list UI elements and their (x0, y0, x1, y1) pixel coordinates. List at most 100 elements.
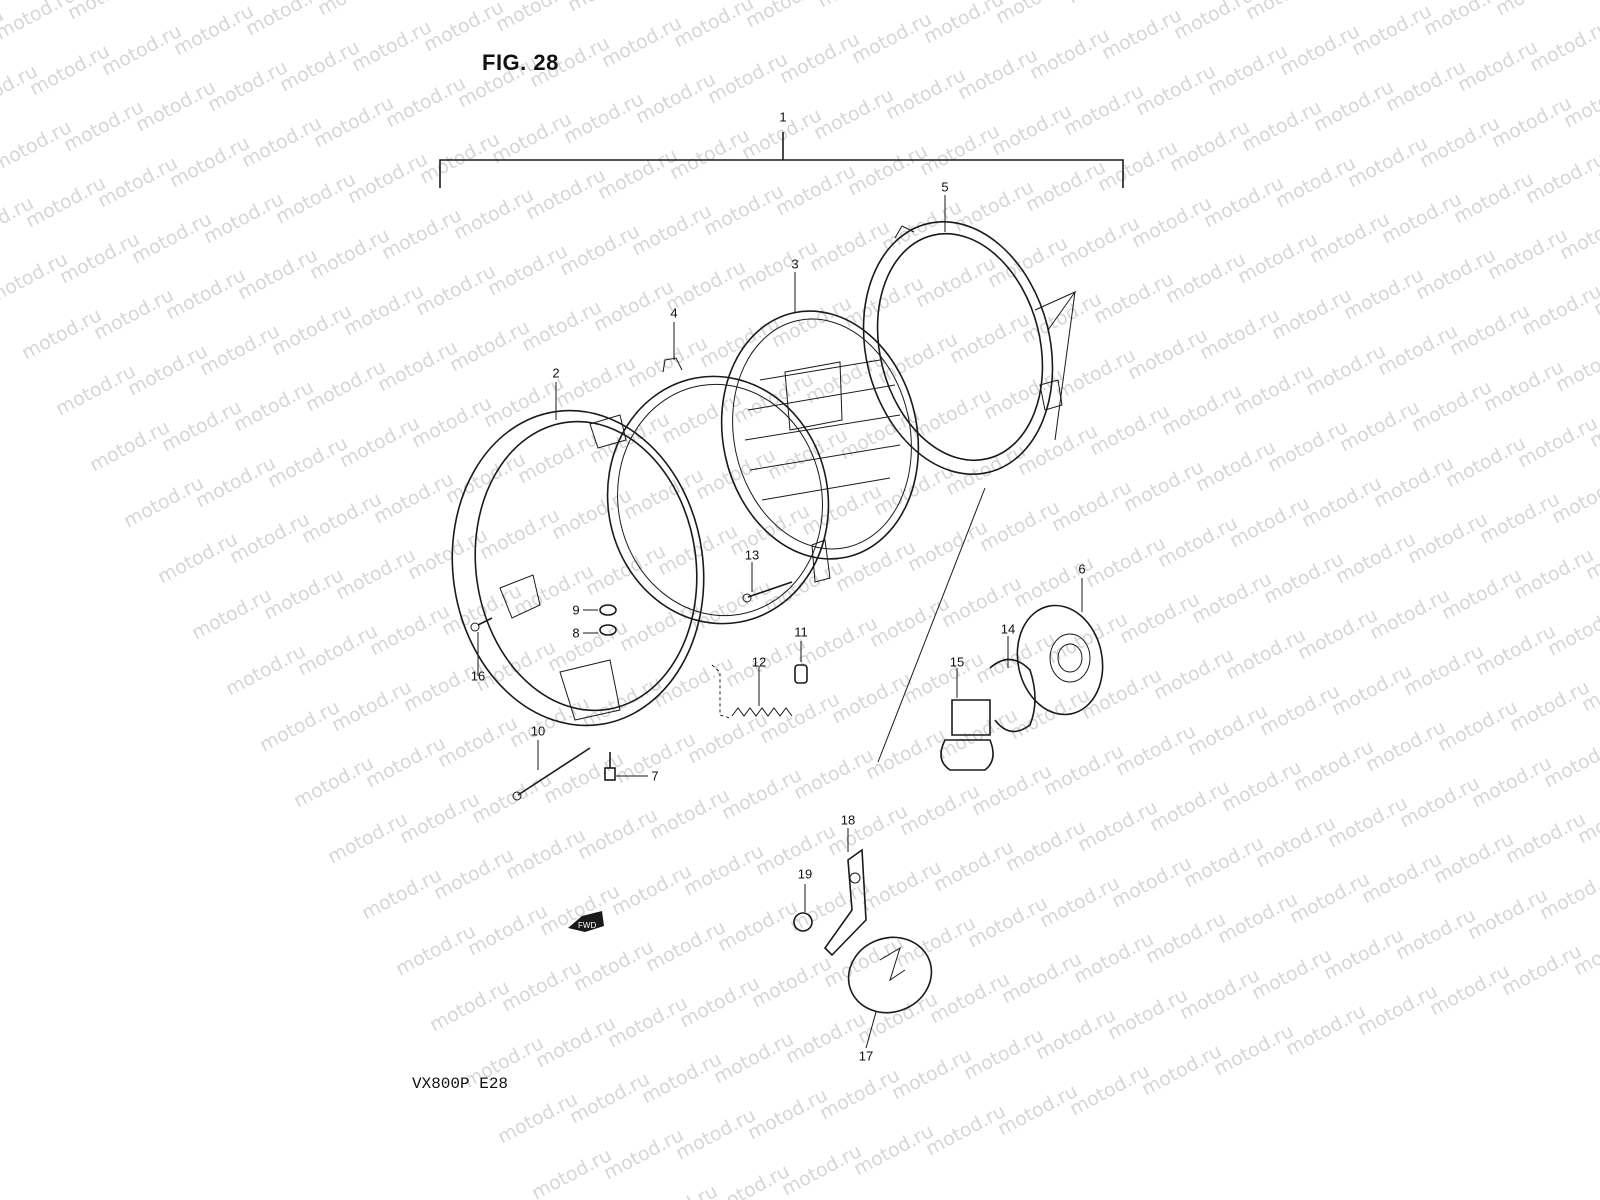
watermark-text: motod.ru (1314, 0, 1401, 4)
watermark-text: motod.ru (634, 1180, 721, 1200)
part-11-clip (794, 664, 808, 684)
watermark-text: motod.ru (1166, 116, 1253, 176)
watermark-text: motod.ru (1086, 400, 1173, 460)
watermark-text: motod.ru (1064, 0, 1151, 8)
watermark-text: motod.ru (1400, 640, 1487, 700)
part-4-mounting-ring (606, 357, 831, 625)
watermark-text: motod.ru (344, 148, 431, 208)
watermark-text: motod.ru (1438, 564, 1525, 624)
callout-10: 10 (530, 723, 546, 739)
watermark-text: motod.ru (1374, 320, 1461, 380)
watermark-text: motod.ru (1340, 264, 1427, 324)
watermark-text: motod.ru (276, 36, 363, 96)
watermark-text: motod.ru (522, 164, 609, 224)
watermark-text: motod.ru (268, 300, 355, 360)
watermark-text: motod.ru (536, 880, 623, 940)
watermark-text: motod.ru (850, 1120, 937, 1180)
watermark-text: motod.ru (1370, 452, 1457, 512)
watermark-text: motod.ru (1336, 396, 1423, 456)
watermark-text: motod.ru (730, 368, 817, 428)
watermark-text: motod.ru (290, 752, 377, 812)
watermark-text: motod.ru (264, 432, 351, 492)
watermark-text: motod.ru (1382, 56, 1469, 116)
watermark-text: motod.ru (238, 112, 325, 172)
watermark-text: motod.ru (494, 1088, 581, 1148)
watermark-text: motod.ru (1378, 188, 1465, 248)
watermark-text: motod.ru (1256, 680, 1343, 740)
watermark-text: motod.ru (378, 204, 465, 264)
watermark-text: motod.ru (926, 968, 1013, 1028)
watermark-text: motod.ru (1310, 76, 1397, 136)
watermark-text: motod.ru (22, 172, 109, 232)
watermark-text: motod.ru (256, 696, 343, 756)
watermark-text: motod.ru (382, 72, 469, 132)
watermark-text: motod.ru (1324, 792, 1411, 852)
callout-13: 13 (744, 547, 760, 563)
callout-15: 15 (949, 654, 965, 670)
watermark-text: motod.ru (578, 672, 665, 732)
callout-16: 16 (470, 668, 486, 684)
watermark-text: motod.ru (994, 1080, 1081, 1140)
watermark-text: motod.ru (810, 84, 897, 144)
watermark-text: motod.ru (1210, 1020, 1297, 1080)
watermark-text: motod.ru (976, 496, 1063, 556)
watermark-text: motod.ru (1150, 644, 1237, 704)
watermark-text: motod.ru (1306, 208, 1393, 268)
watermark-text: motod.ru (566, 1068, 653, 1128)
watermark-text: motod.ru (1026, 24, 1113, 84)
watermark-text: motod.ru (628, 200, 715, 260)
watermark-text: motod.ru (158, 396, 245, 456)
callout-1: 1 (779, 109, 787, 125)
watermark-text: motod.ru (64, 0, 151, 24)
watermark-text: motod.ru (498, 956, 585, 1016)
watermark-text: motod.ru (1416, 112, 1503, 172)
watermark-text: motod.ru (1052, 344, 1139, 404)
watermark-text: motod.ru (430, 844, 517, 904)
watermark-text: motod.ru (1344, 132, 1431, 192)
watermark-text: motod.ru (972, 628, 1059, 688)
watermark-text: motod.ru (776, 28, 863, 88)
watermark-text: motod.ru (1358, 848, 1445, 908)
part-17-reflector (847, 936, 933, 1014)
watermark-text: motod.ru (306, 224, 393, 284)
watermark-text: motod.ru (1040, 740, 1127, 800)
watermark-text: motod.ru (866, 592, 953, 652)
watermark-text: motod.ru (86, 416, 173, 476)
watermark-text: motod.ru (570, 936, 657, 996)
watermark-text: motod.ru (854, 988, 941, 1048)
watermark-text: motod.ru (1408, 376, 1495, 436)
callout-2: 2 (552, 365, 560, 381)
watermark-text: motod.ru (1282, 1000, 1369, 1060)
watermark-text: motod.ru (582, 540, 669, 600)
watermark-text: motod.ru (650, 652, 737, 712)
part-7-bolt (604, 752, 616, 781)
watermark-text: motod.ru (646, 784, 733, 844)
watermark-text: motod.ru (492, 0, 579, 36)
watermark-text: motod.ru (1218, 756, 1305, 816)
watermark-text: motod.ru (132, 76, 219, 136)
watermark-text: motod.ru (858, 856, 945, 916)
callout-11: 11 (794, 624, 808, 640)
watermark-text: motod.ru (310, 92, 397, 152)
watermark-text: motod.ru (1074, 796, 1161, 856)
watermark-text: motod.ru (922, 1100, 1009, 1160)
watermark-text: motod.ru (1006, 684, 1093, 744)
watermark-text: motod.ru (434, 712, 521, 772)
watermark-text: motod.ru (1522, 148, 1600, 208)
watermark-text: motod.ru (778, 1140, 865, 1200)
watermark-text: motod.ru (336, 412, 423, 472)
callout-9: 9 (572, 602, 580, 618)
watermark-text: motod.ru (950, 176, 1037, 236)
watermark-text: motod.ru (442, 448, 529, 508)
watermark-text: motod.ru (892, 912, 979, 972)
model-code: VX800P E28 (412, 1075, 509, 1093)
watermark-text: motod.ru (878, 196, 965, 256)
watermark-text: motod.ru (420, 0, 507, 56)
watermark-text: motod.ru (748, 952, 835, 1012)
watermark-text: motod.ru (556, 220, 643, 280)
watermark-text: motod.ru (912, 252, 999, 312)
watermark-text: motod.ru (260, 564, 347, 624)
watermark-text: motod.ru (814, 0, 901, 12)
